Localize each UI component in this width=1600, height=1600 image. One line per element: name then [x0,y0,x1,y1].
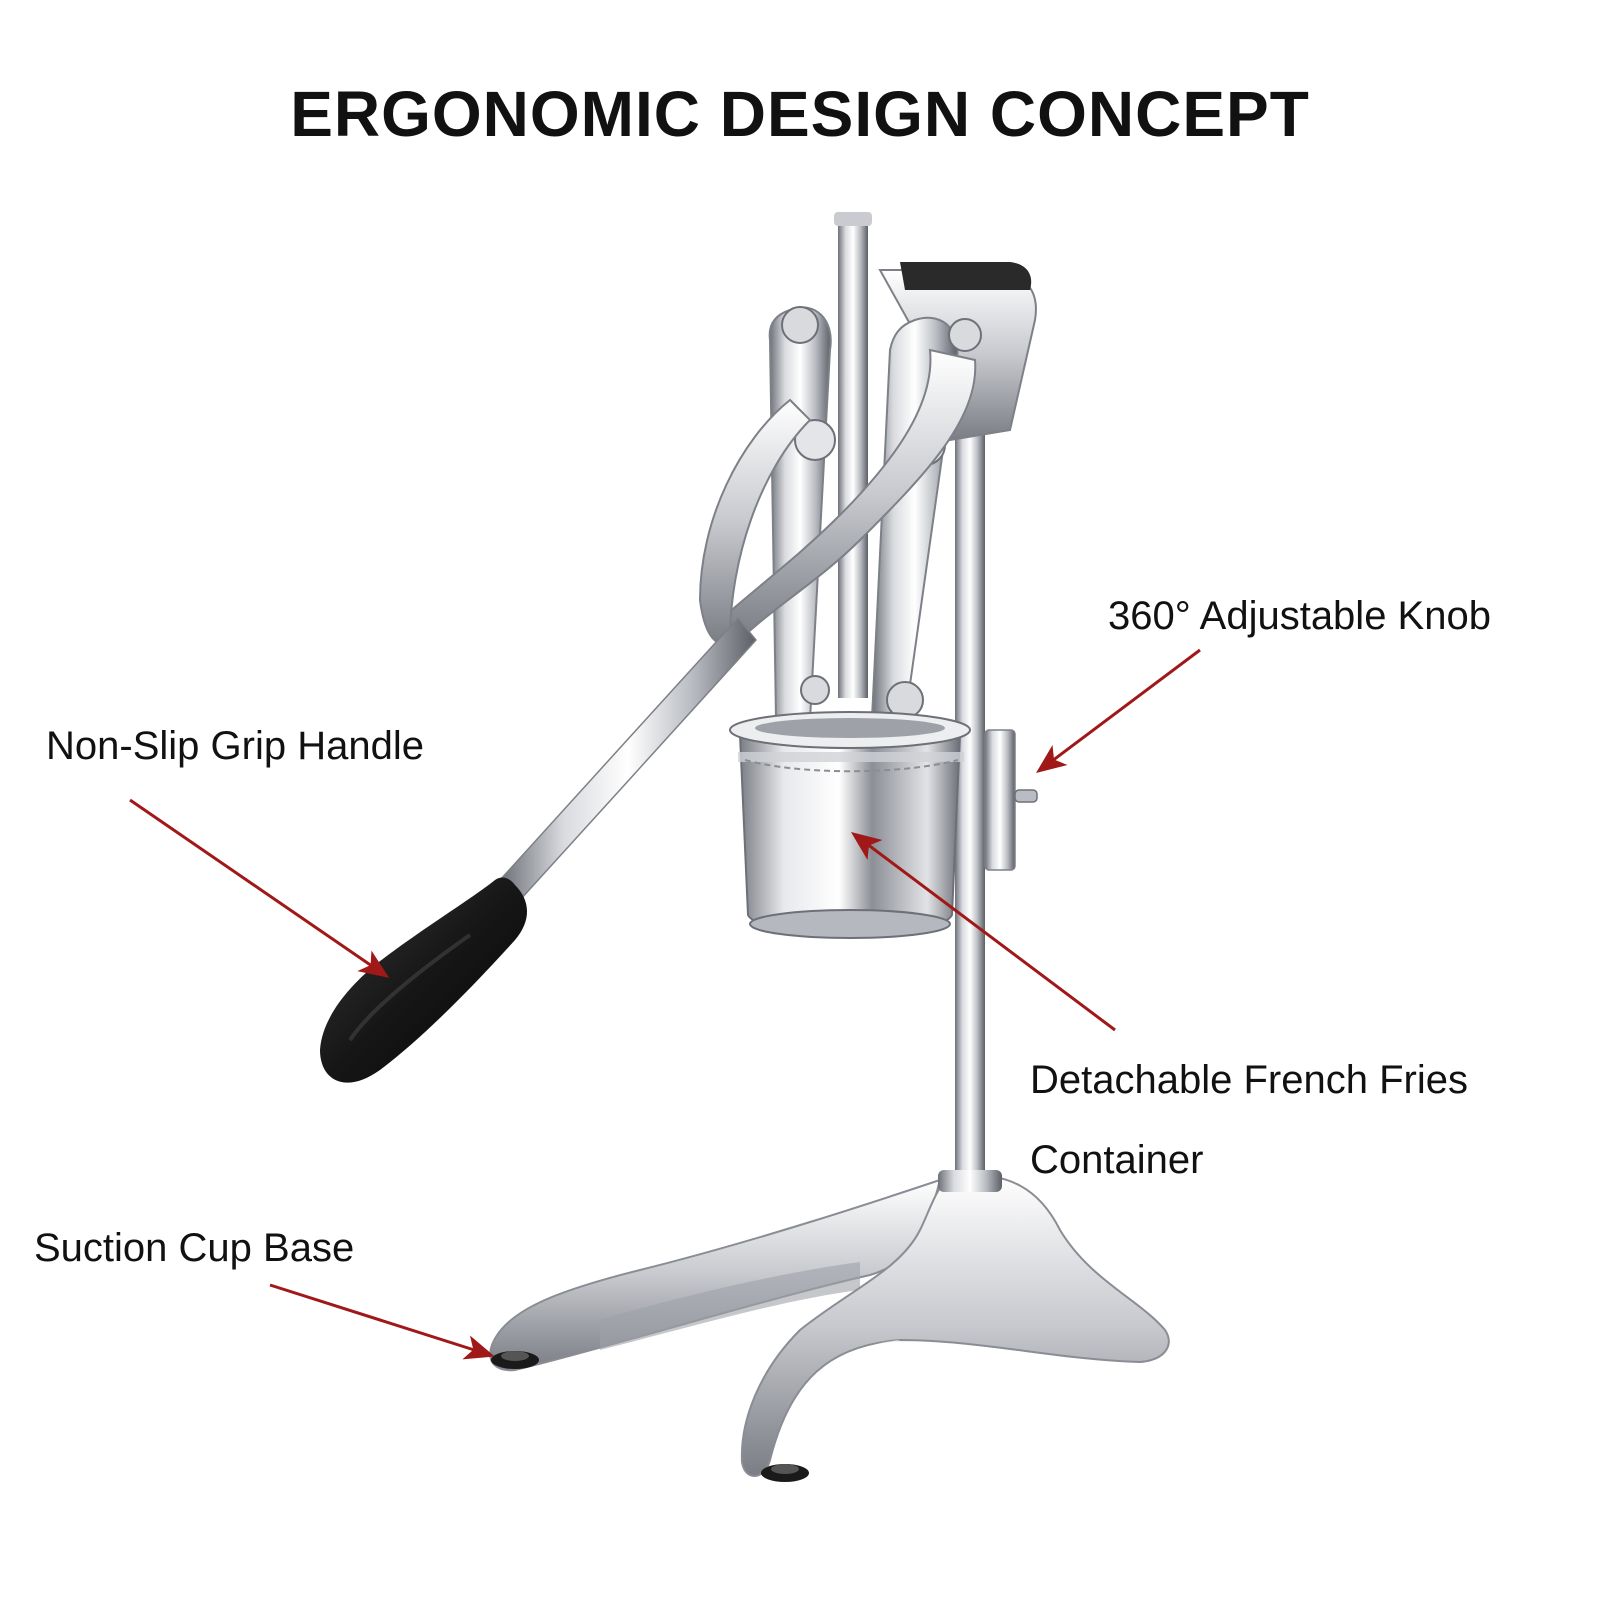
callout-suction-base: Suction Cup Base [34,1226,355,1270]
adjustable-knob [1014,789,1038,803]
plunger-rod [838,218,868,698]
callout-arrow-handle-icon [129,798,390,978]
callout-arrow-base-icon [269,1283,495,1360]
callout-grip-handle: Non-Slip Grip Handle [46,724,424,768]
base-right-foot [740,1173,1170,1477]
callout-fries-container-line1: Detachable French Fries [1030,1058,1468,1102]
callout-fries-container-line2: Container [1030,1138,1204,1182]
callout-arrow-container-icon [851,832,1116,1032]
main-column [955,430,985,1190]
page-title: ERGONOMIC DESIGN CONCEPT [290,78,1310,150]
callout-adjustable-knob: 360° Adjustable Knob [1108,594,1491,638]
callout-fries-container: Detachable French Fries Container [1030,1040,1468,1200]
non-slip-grip [320,877,528,1083]
callout-arrow-knob-icon [1036,648,1201,773]
